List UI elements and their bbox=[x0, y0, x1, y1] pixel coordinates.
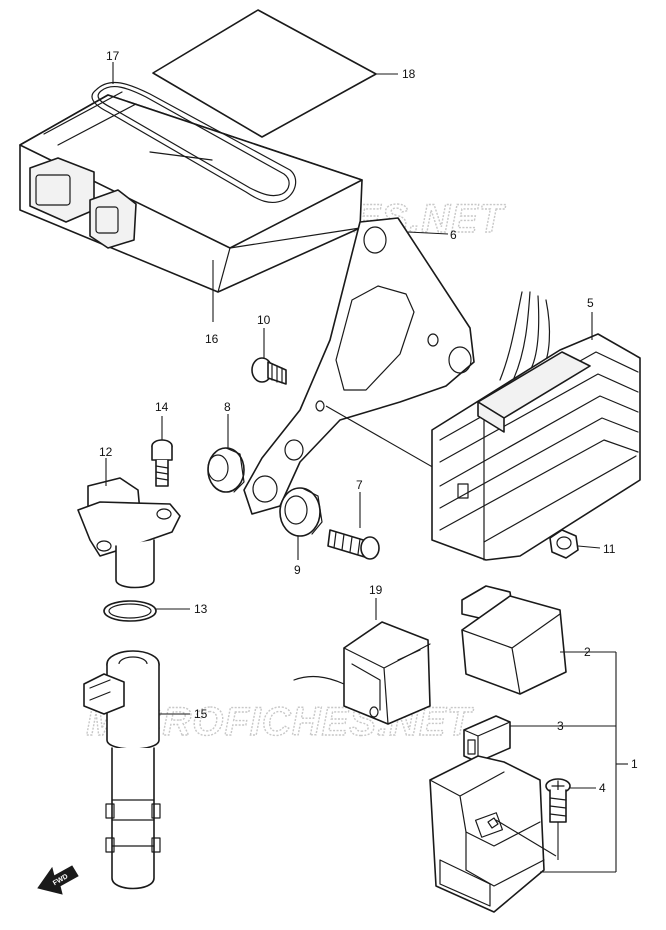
part-2-cover[interactable] bbox=[461, 585, 580, 695]
part-9-grommet[interactable] bbox=[279, 487, 323, 560]
fwd-arrow: FWD bbox=[37, 865, 79, 895]
callout-19[interactable]: 19 bbox=[369, 583, 383, 597]
part-18-pad[interactable] bbox=[152, 9, 398, 138]
callout-15[interactable]: 15 bbox=[194, 707, 208, 721]
part-8-grommet[interactable] bbox=[207, 414, 245, 493]
part-11-nut[interactable] bbox=[549, 529, 601, 559]
part-17-band[interactable] bbox=[91, 62, 297, 204]
part-16-ecm[interactable] bbox=[19, 91, 363, 322]
part-13-o-ring[interactable] bbox=[103, 600, 190, 622]
callout-11[interactable]: 11 bbox=[603, 542, 616, 556]
callout-10[interactable]: 10 bbox=[257, 313, 271, 327]
part-15-ignition-coil[interactable] bbox=[83, 650, 190, 890]
callout-14[interactable]: 14 bbox=[155, 400, 169, 414]
part-14-bolt[interactable] bbox=[151, 416, 173, 487]
callout-4[interactable]: 4 bbox=[599, 781, 606, 795]
callout-18[interactable]: 18 bbox=[402, 67, 416, 81]
part-3-fuse[interactable] bbox=[463, 715, 554, 763]
callout-5[interactable]: 5 bbox=[587, 296, 594, 310]
callout-9[interactable]: 9 bbox=[294, 563, 301, 577]
part-12-sensor[interactable] bbox=[77, 458, 181, 589]
callout-labels: 17 18 16 6 5 10 8 14 12 7 9 11 13 19 2 1… bbox=[99, 49, 638, 795]
callout-3[interactable]: 3 bbox=[557, 719, 564, 733]
callout-13[interactable]: 13 bbox=[194, 602, 208, 616]
assembly-bracket bbox=[540, 651, 628, 873]
callout-6[interactable]: 6 bbox=[450, 228, 457, 242]
part-7-bolt[interactable] bbox=[327, 492, 380, 560]
callout-12[interactable]: 12 bbox=[99, 445, 113, 459]
callout-1[interactable]: 1 bbox=[631, 757, 638, 771]
part-19-relay[interactable] bbox=[293, 598, 431, 725]
callout-17[interactable]: 17 bbox=[106, 49, 120, 63]
callout-2[interactable]: 2 bbox=[584, 645, 591, 659]
callout-7[interactable]: 7 bbox=[356, 478, 363, 492]
part-4-screw[interactable] bbox=[545, 778, 596, 860]
callout-16[interactable]: 16 bbox=[205, 332, 219, 346]
callout-8[interactable]: 8 bbox=[224, 400, 231, 414]
part-10-bolt[interactable] bbox=[251, 328, 287, 385]
part-5-regulator[interactable] bbox=[431, 291, 641, 561]
part-1-fuse-box[interactable] bbox=[429, 755, 557, 913]
